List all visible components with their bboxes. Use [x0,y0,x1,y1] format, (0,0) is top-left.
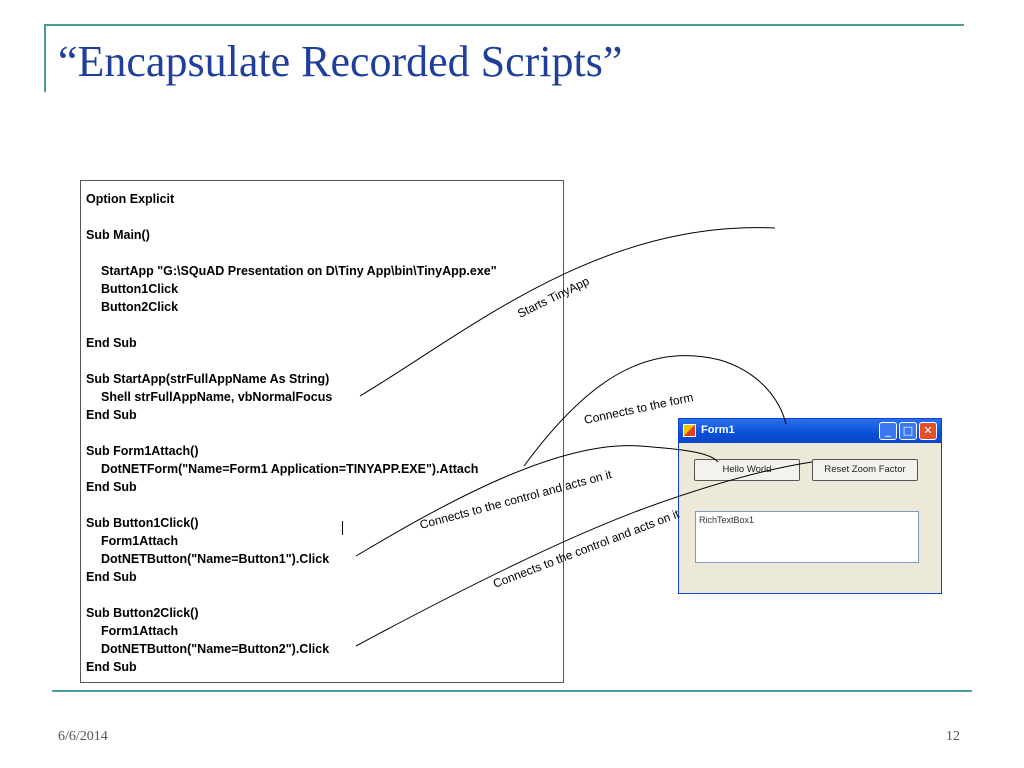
code-line: Sub Form1Attach() [86,444,199,458]
form1-window[interactable]: Form1 _ □ ✕ Hello World Reset Zoom Facto… [678,418,942,594]
top-accent-rule [44,24,964,26]
app-icon [683,424,696,437]
form1-titlebar[interactable]: Form1 _ □ ✕ [679,419,941,443]
code-line: DotNETButton("Name=Button2").Click [101,642,330,656]
code-line: StartApp "G:\SQuAD Presentation on D\Tin… [101,264,497,278]
richtextbox[interactable]: RichTextBox1 [695,511,919,563]
code-box: Option Explicit Sub Main() StartApp "G:\… [80,180,564,683]
code-line: DotNETButton("Name=Button1").Click [101,552,330,566]
code-line: Form1Attach [101,534,179,548]
code-line: Form1Attach [101,624,179,638]
connector-form [523,355,787,467]
code-line: Option Explicit [86,192,175,206]
code-line: Sub Button1Click() [86,516,199,530]
maximize-icon[interactable]: □ [899,422,917,440]
slide-title: “Encapsulate Recorded Scripts” [58,37,623,86]
code-line: DotNETForm("Name=Form1 Application=TINYA… [101,462,479,476]
code-line: Button2Click [101,300,179,314]
code-line: End Sub [86,660,137,674]
left-accent-rule [44,24,46,92]
bottom-accent-rule [52,690,972,692]
code-line: End Sub [86,570,137,584]
connector-button2 [355,461,813,647]
text-cursor [342,521,343,535]
connector-button1 [355,445,719,557]
label-connects-control-2: Connects to the control and acts on it [491,506,682,590]
label-starts-tinyapp: Starts TinyApp [515,274,592,321]
code-line: Shell strFullAppName, vbNormalFocus [101,390,333,404]
label-connects-form: Connects to the form [583,390,695,427]
code-line: Button1Click [101,282,179,296]
form1-title: Form1 [701,424,735,436]
reset-zoom-factor-button[interactable]: Reset Zoom Factor [812,459,918,481]
code-line: End Sub [86,336,137,350]
code-line: End Sub [86,408,137,422]
code-line: Sub Main() [86,228,150,242]
page-number: 12 [946,729,960,744]
close-icon[interactable]: ✕ [919,422,937,440]
hello-world-button[interactable]: Hello World [694,459,800,481]
connector-starts-tinyapp [359,227,776,397]
minimize-icon[interactable]: _ [879,422,897,440]
label-connects-control-1: Connects to the control and acts on it [418,467,614,532]
footer-date: 6/6/2014 [58,729,108,744]
code-line: Sub StartApp(strFullAppName As String) [86,372,330,386]
code-line: Sub Button2Click() [86,606,199,620]
code-line: End Sub [86,480,137,494]
